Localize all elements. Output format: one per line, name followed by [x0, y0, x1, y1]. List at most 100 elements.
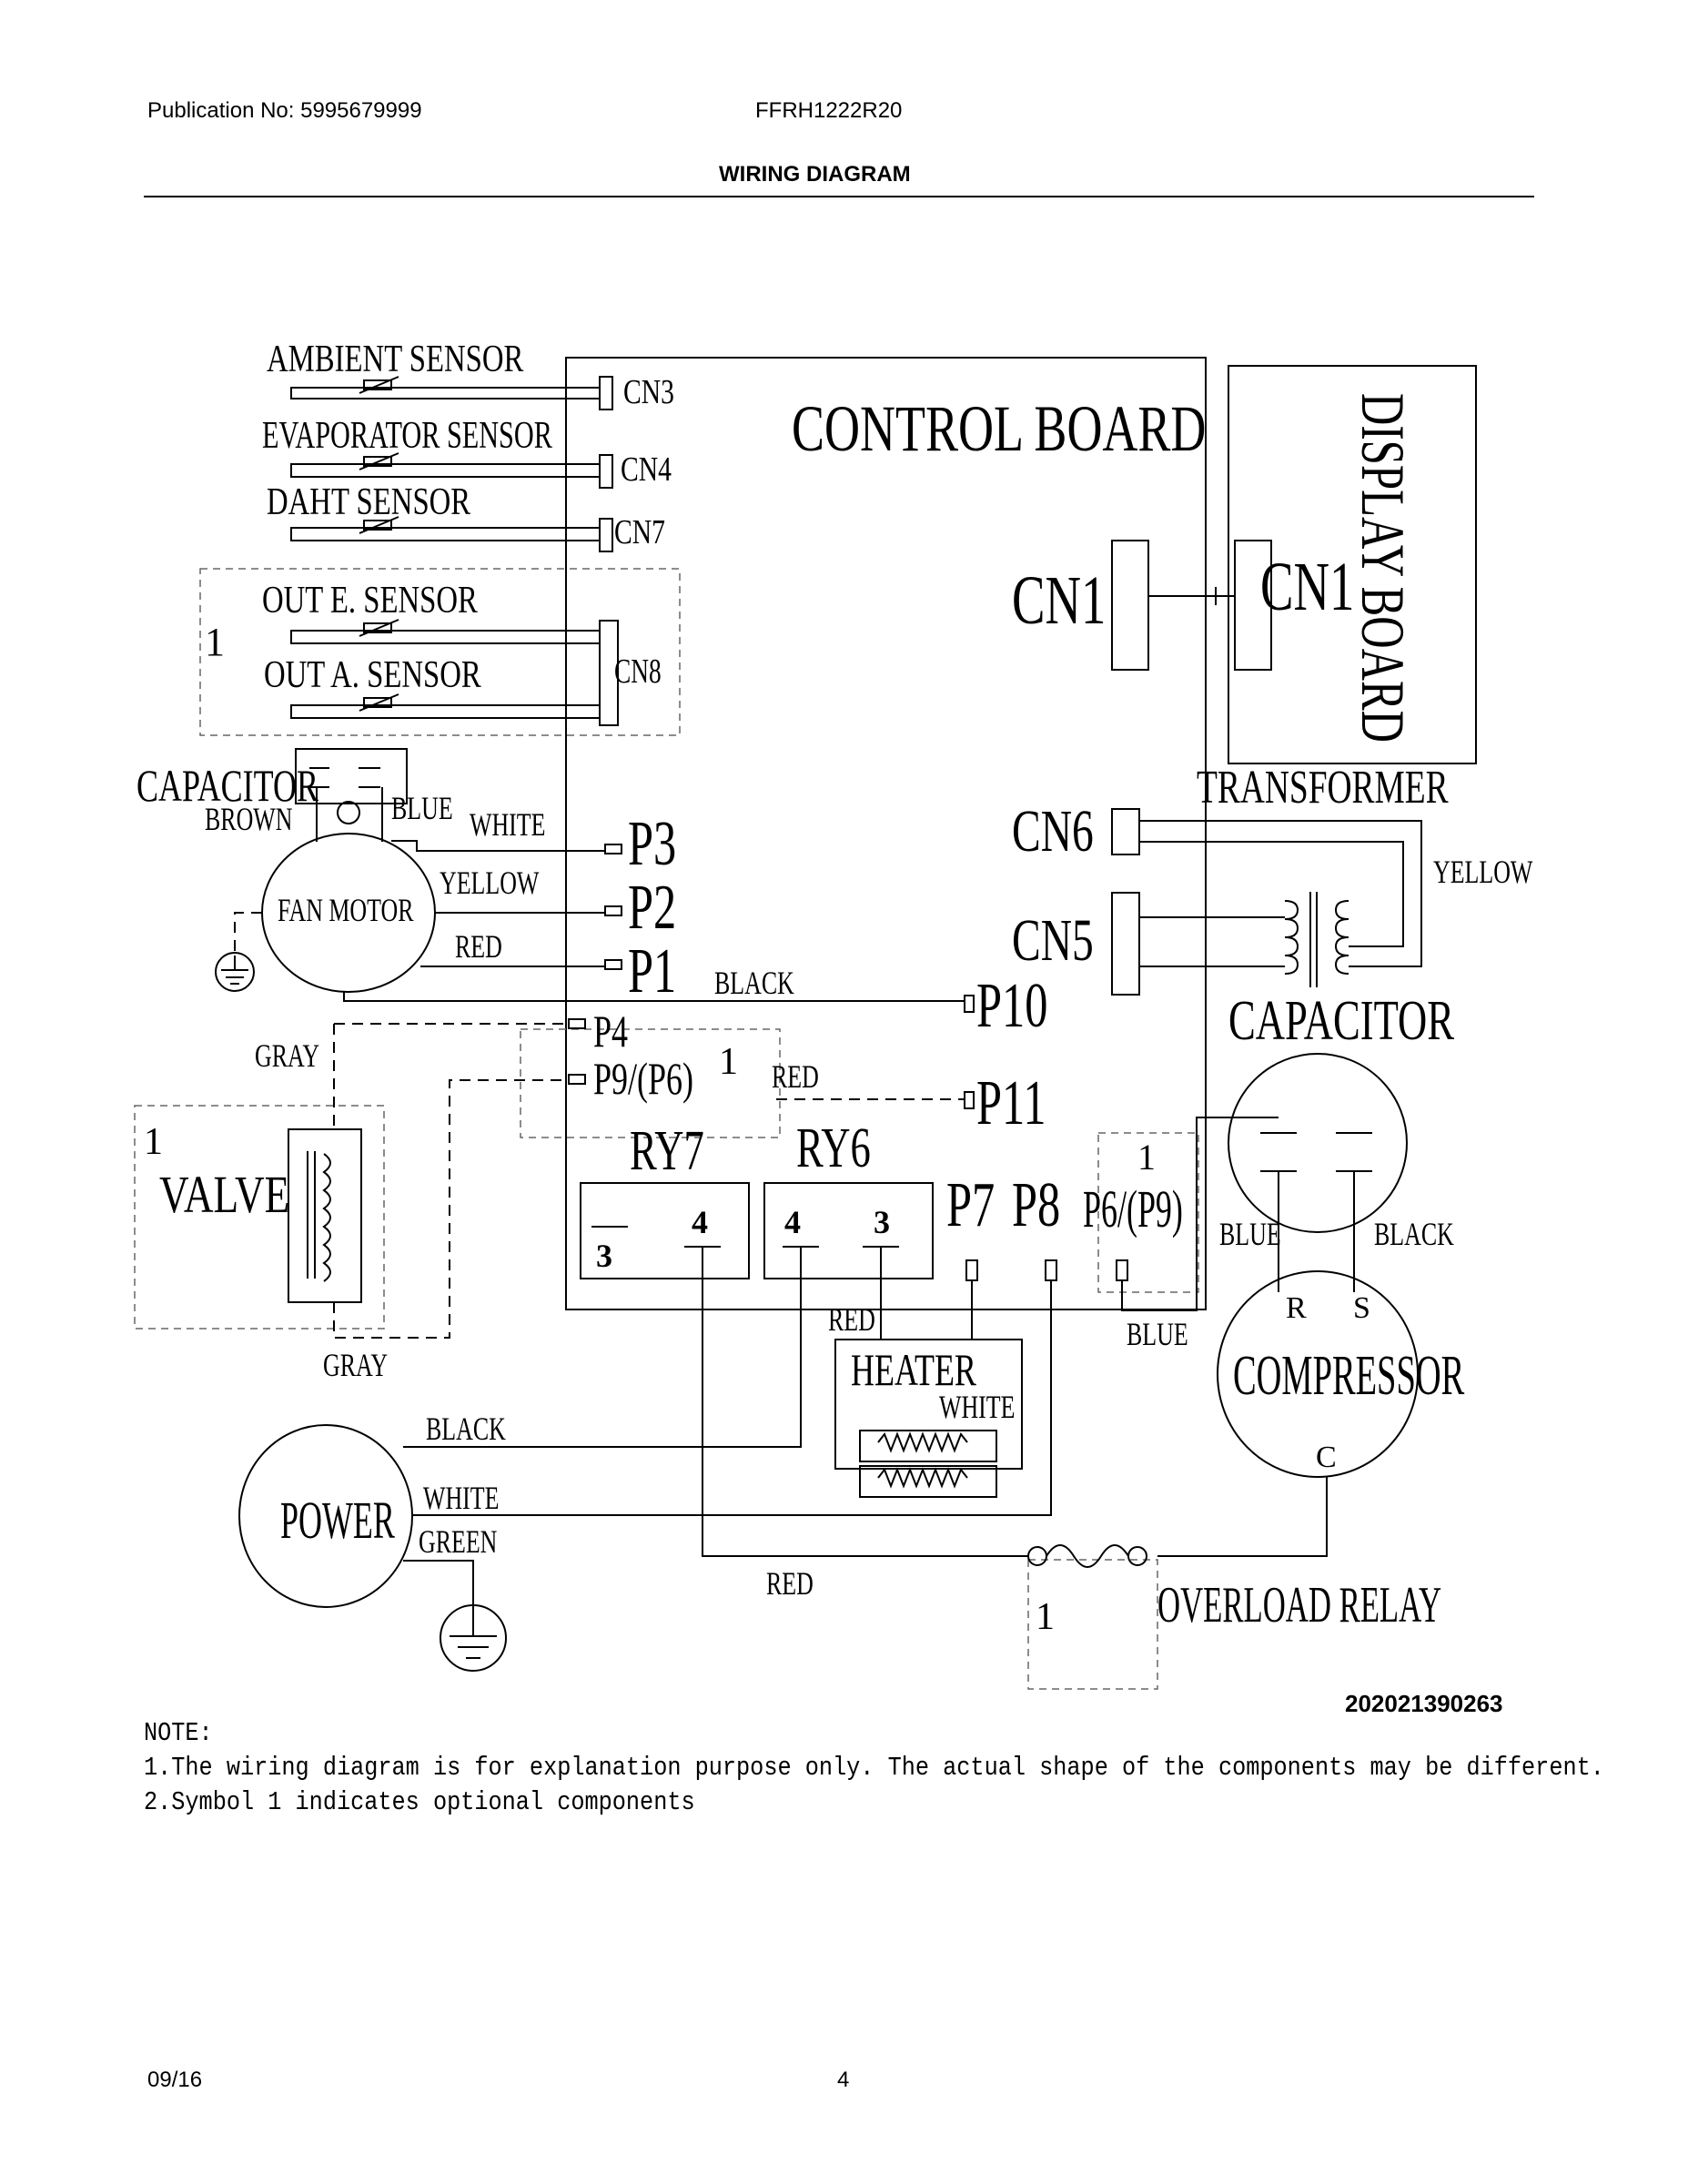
note-line-1: 1.The wiring diagram is for explanation …	[144, 1753, 1604, 1783]
cn5-connector	[1111, 892, 1140, 996]
note-line-2: 2.Symbol 1 indicates optional components	[144, 1787, 695, 1817]
overload-relay-symbol	[1027, 1544, 1147, 1568]
display-board-box	[1228, 365, 1477, 764]
optional-p6-group	[1097, 1132, 1199, 1293]
ambient-sensor	[290, 376, 613, 410]
svg-text:BLACK: BLACK	[714, 965, 794, 1001]
p7-terminal	[965, 1259, 978, 1281]
diagram-code: 202021390263	[1345, 1690, 1503, 1717]
label-red-p1: RED	[455, 928, 502, 965]
label-evaporator-sensor: EVAPORATOR SENSOR	[262, 413, 552, 456]
wire-black-power	[403, 1247, 802, 1448]
fan-ground-wire	[234, 912, 262, 956]
label-compressor-r: R	[1286, 1291, 1307, 1325]
label-compressor-c: C	[1316, 1441, 1337, 1474]
svg-text:BROWN: BROWN	[205, 801, 292, 837]
valve-coil	[288, 1128, 362, 1303]
fan-ground-icon	[215, 952, 255, 992]
label-ry6: RY6	[796, 1117, 871, 1179]
compressor-circle	[1217, 1270, 1419, 1478]
optional-p4-group	[520, 1028, 781, 1138]
svg-text:FAN MOTOR: FAN MOTOR	[278, 892, 414, 928]
svg-text:GRAY: GRAY	[255, 1037, 319, 1074]
label-transformer: TRANSFORMER	[1197, 761, 1449, 813]
cn1-board-connector	[1111, 540, 1149, 671]
label-p6p9: P6/(P9)	[1083, 1181, 1183, 1239]
wire-red-overload	[702, 1247, 1028, 1557]
label-p1: P1	[628, 936, 676, 1006]
label-capacitor-fan: CAPACITOR	[136, 761, 318, 811]
svg-text:CN5: CN5	[1012, 908, 1094, 974]
power-ground-icon	[440, 1604, 507, 1672]
heater-elements	[859, 1430, 997, 1498]
svg-text:OVERLOAD RELAY: OVERLOAD RELAY	[1157, 1577, 1441, 1634]
ry6-terminal-3: 3	[874, 1204, 890, 1240]
section-title: WIRING DIAGRAM	[719, 162, 911, 187]
svg-text:BLACK: BLACK	[426, 1410, 506, 1447]
svg-text:P8: P8	[1012, 1170, 1060, 1240]
svg-text:BLACK: BLACK	[1374, 1216, 1454, 1252]
svg-text:RED: RED	[772, 1058, 819, 1095]
label-p10: P10	[976, 971, 1047, 1041]
label-gray-bottom: GRAY	[323, 1347, 388, 1383]
svg-text:P11: P11	[976, 1068, 1046, 1138]
svg-text:OUT A. SENSOR: OUT A. SENSOR	[264, 653, 481, 696]
svg-text:CN7: CN7	[614, 514, 665, 551]
svg-text:CN6: CN6	[1012, 799, 1094, 864]
wire-white-p3	[391, 840, 605, 852]
label-cn8: CN8	[614, 652, 662, 691]
ry7-terminal-4: 4	[692, 1204, 708, 1240]
svg-text:EVAPORATOR SENSOR: EVAPORATOR SENSOR	[262, 413, 552, 456]
valve-gray-wire-bottom	[333, 1079, 569, 1339]
p11-terminal	[964, 1091, 975, 1109]
label-capacitor-comp: CAPACITOR	[1228, 989, 1454, 1052]
label-blue-p6: BLUE	[1127, 1316, 1188, 1352]
label-cn3: CN3	[623, 374, 674, 411]
out-a-sensor	[290, 693, 600, 719]
p1-terminal	[604, 959, 622, 970]
optional-mark-p6: 1	[1137, 1137, 1156, 1178]
svg-text:YELLOW: YELLOW	[1433, 854, 1533, 890]
svg-text:DISPLAY BOARD: DISPLAY BOARD	[1349, 393, 1418, 743]
label-cn4: CN4	[621, 451, 672, 489]
label-white-heater: WHITE	[939, 1389, 1015, 1425]
model-number: FFRH1222R20	[755, 98, 903, 123]
svg-text:P2: P2	[628, 873, 676, 943]
svg-text:P6/(P9): P6/(P9)	[1083, 1181, 1183, 1239]
p3-terminal	[604, 844, 622, 854]
heater-box	[834, 1339, 1023, 1470]
optional-mark-valve: 1	[144, 1121, 163, 1163]
label-cn5: CN5	[1012, 908, 1094, 974]
label-p8: P8	[1012, 1170, 1060, 1240]
daht-sensor	[290, 516, 613, 552]
p9p6-terminal	[568, 1074, 586, 1085]
label-cn6: CN6	[1012, 799, 1094, 864]
wire-blue-p6	[1121, 1117, 1279, 1311]
label-green-power: GREEN	[419, 1523, 497, 1560]
label-valve: VALVE	[159, 1167, 289, 1225]
svg-text:GREEN: GREEN	[419, 1523, 497, 1560]
label-ry7: RY7	[630, 1119, 704, 1182]
svg-text:P10: P10	[976, 971, 1047, 1041]
label-black-power: BLACK	[426, 1410, 506, 1447]
label-p3: P3	[628, 809, 676, 879]
label-daht-sensor: DAHT SENSOR	[267, 480, 471, 523]
label-p9p6: P9/(P6)	[593, 1054, 693, 1104]
p6p9-terminal	[1116, 1259, 1128, 1281]
optional-mark-p4: 1	[719, 1041, 738, 1083]
label-yellow-transformer: YELLOW	[1433, 854, 1533, 890]
svg-text:RED: RED	[455, 928, 502, 965]
wire-compressor-overload	[1157, 1477, 1328, 1557]
label-white-power: WHITE	[423, 1480, 499, 1516]
optional-sensor-group	[199, 568, 681, 736]
svg-text:CAPACITOR: CAPACITOR	[1228, 989, 1454, 1052]
label-yellow-p2: YELLOW	[440, 864, 540, 901]
svg-text:HEATER: HEATER	[851, 1345, 976, 1395]
control-board-box	[565, 357, 1207, 1310]
label-fan-motor: FAN MOTOR	[278, 892, 414, 928]
label-p7: P7	[946, 1170, 995, 1240]
wire-yellow-transformer	[1139, 820, 1422, 967]
label-white-p3: WHITE	[470, 806, 545, 843]
cn6-connector	[1111, 808, 1140, 855]
label-power: POWER	[280, 1492, 395, 1551]
